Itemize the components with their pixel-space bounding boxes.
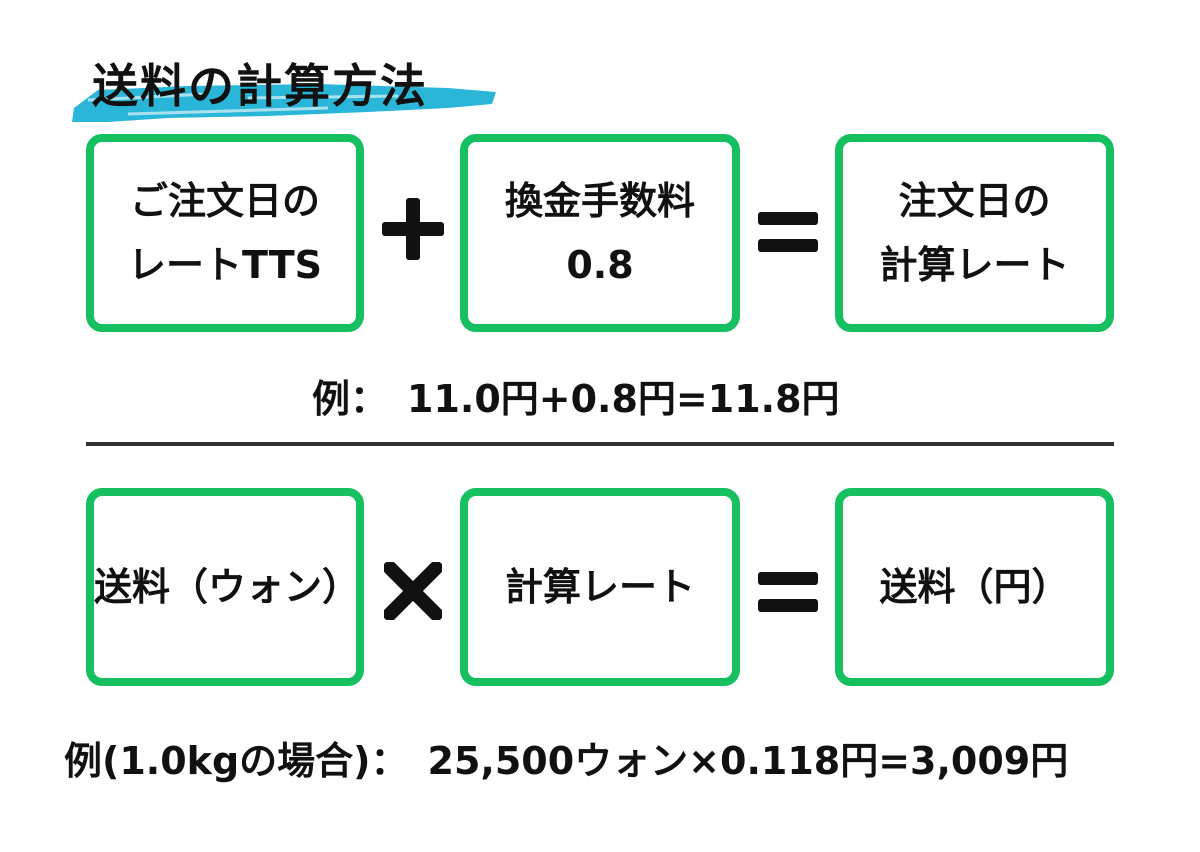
- title-block: 送料の計算方法: [68, 40, 508, 126]
- exchange-fee-box: 換金手数料 0.8: [460, 134, 740, 332]
- box-label-line2: 0.8: [566, 243, 634, 287]
- box-label-line1: 注文日の: [898, 179, 1051, 223]
- example-2-text: 例(1.0kgの場合)： 25,500ウォン×0.118円=3,009円: [64, 739, 1069, 783]
- shipping-won-box: 送料（ウォン）: [86, 488, 364, 686]
- box-label-line2: 計算レート: [879, 243, 1070, 287]
- box-label: 計算レート: [504, 565, 695, 609]
- equals-icon: [758, 212, 818, 252]
- multiply-icon: [384, 562, 442, 620]
- order-date-tts-rate-box: ご注文日の レートTTS: [86, 134, 364, 332]
- order-date-calc-rate-box: 注文日の 計算レート: [835, 134, 1114, 332]
- section-divider: [86, 442, 1114, 446]
- box-label-line1: 換金手数料: [504, 179, 695, 223]
- box-label-line2: レートTTS: [127, 243, 323, 287]
- box-label: 送料（ウォン）: [94, 565, 361, 609]
- plus-icon: [382, 198, 444, 260]
- box-label: 送料（円）: [879, 565, 1070, 609]
- shipping-yen-box: 送料（円）: [835, 488, 1114, 686]
- example-1-text: 例： 11.0円+0.8円=11.8円: [312, 377, 840, 421]
- equals-icon: [758, 572, 818, 612]
- calc-rate-box: 計算レート: [460, 488, 740, 686]
- page-title: 送料の計算方法: [92, 59, 428, 113]
- box-label-line1: ご注文日の: [129, 179, 320, 223]
- brush-stroke-highlight: [72, 84, 496, 122]
